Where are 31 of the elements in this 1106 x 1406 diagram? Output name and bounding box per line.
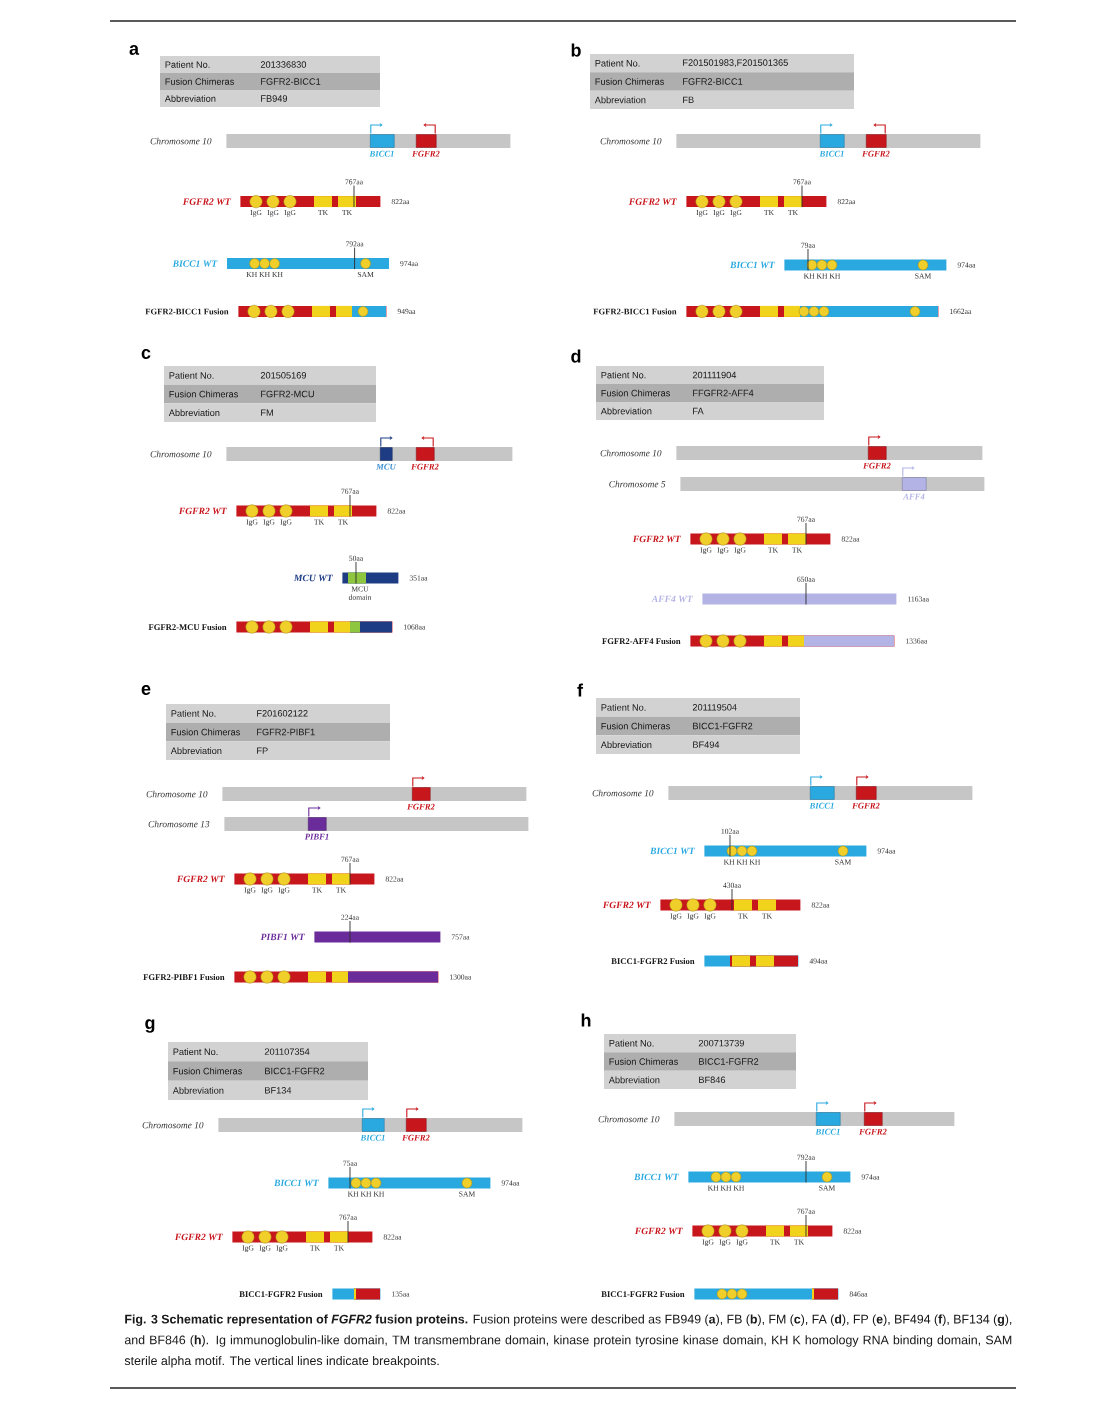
protein-bar: [702, 593, 897, 605]
gene-box: [866, 123, 887, 148]
gene-box: [380, 436, 393, 461]
gene-box: [412, 776, 431, 801]
gene-box: [868, 435, 887, 460]
gene-box: [416, 436, 435, 461]
gene-box: [816, 1101, 841, 1126]
gene-box: [406, 1107, 427, 1132]
panel-letter: a: [129, 45, 140, 55]
chromosome-bar: [222, 787, 527, 801]
panel-letter: g: [145, 1019, 155, 1033]
chromosome-bar: [676, 446, 983, 460]
chromosome-bar: [224, 817, 529, 831]
gene-box: [820, 123, 845, 148]
panel-letter: e: [141, 685, 151, 695]
panel-letter: h: [581, 1013, 591, 1027]
panel-letter: f: [577, 683, 583, 697]
gene-box: [362, 1107, 385, 1132]
gene-box: [864, 1101, 883, 1126]
gene-box: [902, 466, 927, 491]
gene-box: [416, 123, 437, 148]
gene-box: [370, 123, 395, 148]
chromosome-bar: [680, 477, 985, 491]
panel-letter: b: [571, 43, 581, 57]
panel-letter: d: [571, 349, 581, 363]
protein-bar: [314, 931, 441, 943]
gene-box: [308, 806, 327, 831]
panel-letter: c: [141, 349, 151, 359]
gene-box: [810, 775, 835, 800]
protein-bar: [332, 1288, 381, 1300]
gene-box: [856, 775, 877, 800]
